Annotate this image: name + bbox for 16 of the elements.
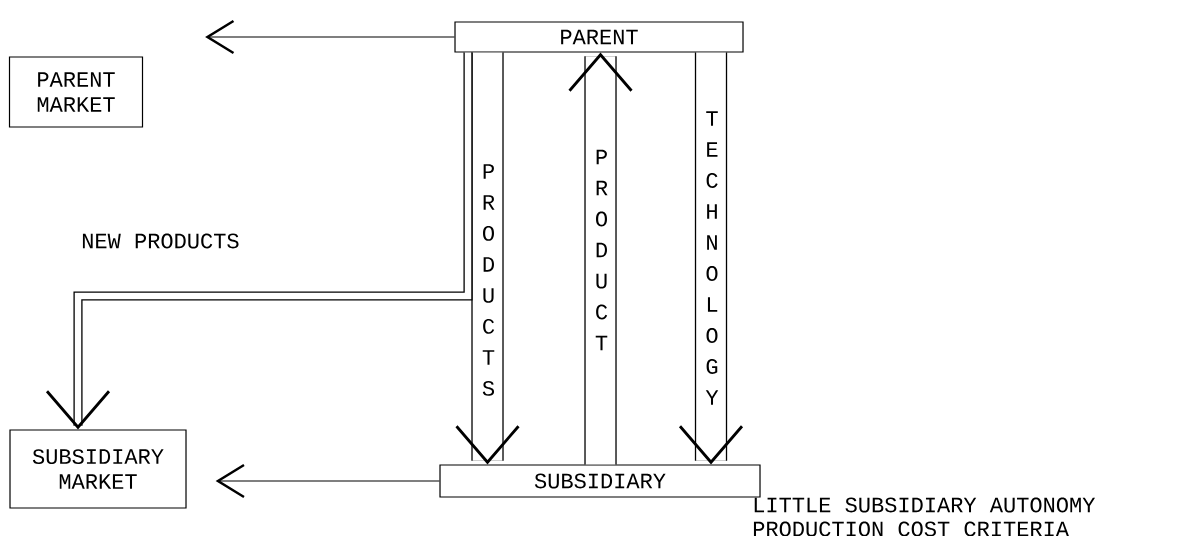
edge-label: PRODUCT (590, 148, 613, 352)
edge-label: PRODUCTS (477, 163, 500, 397)
wide-arrow (678, 52, 744, 465)
note-text: PRODUCTION COST CRITERIA (753, 521, 1069, 536)
arrow (205, 19, 455, 55)
double-arrow (45, 52, 473, 430)
note-text: LITTLE SUBSIDIARY AUTONOMY (754, 497, 1095, 513)
wide-arrow (568, 52, 633, 465)
box: PARENT MARKET (8, 56, 144, 128)
box: PARENT (454, 21, 744, 53)
edge-label: TECHNOLOGY (701, 110, 723, 406)
wide-arrow (455, 52, 520, 465)
box: SUBSIDIARY MARKET (9, 429, 187, 509)
edge-label: NEW PRODUCTS (80, 232, 241, 250)
box: SUBSIDIARY (439, 464, 761, 498)
arrow (215, 463, 440, 499)
